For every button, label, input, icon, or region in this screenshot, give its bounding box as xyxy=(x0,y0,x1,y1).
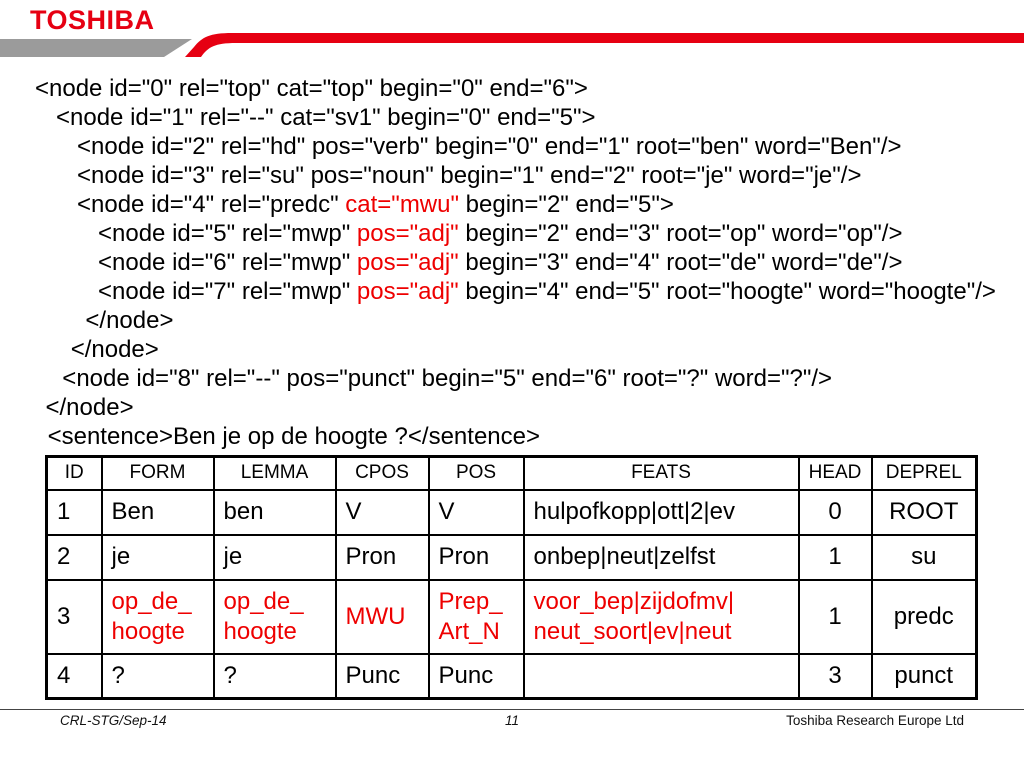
code-highlight: pos="adj" xyxy=(356,249,459,276)
code-line: <node id="1" rel="--" cat="sv1" begin="0… xyxy=(0,103,1024,132)
code-line: </node> xyxy=(0,393,1024,422)
code-line: <node id="4" rel="predc" cat="mwu" begin… xyxy=(0,190,1024,219)
table-cell: voor_bep|zijdofmv| neut_soort|ev|neut xyxy=(522,578,800,655)
table-cell: 3 xyxy=(45,578,103,655)
code-text: <node id="0" rel="top" cat="top" begin="… xyxy=(35,75,588,102)
code-text: <node id="5" rel="mwp" xyxy=(98,220,357,247)
column-header: FORM xyxy=(100,455,215,491)
table-cell: MWU xyxy=(334,578,430,655)
code-text: <node id="8" rel="--" pos="punct" begin=… xyxy=(62,365,833,392)
column-header: HEAD xyxy=(797,455,873,491)
table-cell: Prep_ Art_N xyxy=(427,578,525,655)
table-cell: 0 xyxy=(797,488,873,536)
column-header: LEMMA xyxy=(212,455,337,491)
table-cell: op_de_ hoogte xyxy=(212,578,337,655)
footer-divider xyxy=(0,709,1024,710)
table-cell: predc xyxy=(870,578,978,655)
table-cell: hulpofkopp|ott|2|ev xyxy=(522,488,800,536)
red-swoosh-shape xyxy=(185,33,1024,57)
code-line: <node id="3" rel="su" pos="noun" begin="… xyxy=(0,161,1024,190)
table-cell: Pron xyxy=(334,533,430,581)
column-header: POS xyxy=(427,455,525,491)
table-cell: V xyxy=(427,488,525,536)
code-text: <node id="1" rel="--" cat="sv1" begin="0… xyxy=(56,104,596,131)
table-cell: 4 xyxy=(45,652,103,700)
footer-doc-id: CRL-STG/Sep-14 xyxy=(60,713,167,728)
table-cell: je xyxy=(212,533,337,581)
table-cell: 1 xyxy=(797,578,873,655)
table-cell: ben xyxy=(212,488,337,536)
code-text: begin="2" end="3" root="op" word="op"/> xyxy=(458,220,903,247)
code-line: <node id="0" rel="top" cat="top" begin="… xyxy=(0,74,1024,103)
column-header: FEATS xyxy=(522,455,800,491)
table-cell: ? xyxy=(100,652,215,700)
code-text: <node id="6" rel="mwp" xyxy=(98,249,357,276)
code-text: </node> xyxy=(85,307,174,334)
column-header: ID xyxy=(45,455,103,491)
header-swoosh-graphic xyxy=(0,33,1024,57)
code-highlight: pos="adj" xyxy=(356,220,459,247)
gray-band-shape xyxy=(0,39,192,57)
table-cell: 1 xyxy=(45,488,103,536)
code-text: </node> xyxy=(70,336,159,363)
code-text: begin="3" end="4" root="de" word="de"/> xyxy=(458,249,903,276)
code-text: </node> xyxy=(45,394,134,421)
column-header: CPOS xyxy=(334,455,430,491)
table-cell: V xyxy=(334,488,430,536)
code-line: <node id="5" rel="mwp" pos="adj" begin="… xyxy=(0,219,1024,248)
code-line: </node> xyxy=(0,306,1024,335)
code-line: <node id="2" rel="hd" pos="verb" begin="… xyxy=(0,132,1024,161)
code-line: </node> xyxy=(0,335,1024,364)
table-cell: Pron xyxy=(427,533,525,581)
table-cell: ? xyxy=(212,652,337,700)
code-line: <sentence>Ben je op de hoogte ?</sentenc… xyxy=(0,422,1024,451)
toshiba-logo: TOSHIBA xyxy=(30,5,155,35)
footer-company-name: Toshiba Research Europe Ltd xyxy=(786,713,964,728)
table-cell: onbep|neut|zelfst xyxy=(522,533,800,581)
table-cell: Punc xyxy=(427,652,525,700)
code-text: <node id="7" rel="mwp" xyxy=(98,278,357,305)
code-line: <node id="6" rel="mwp" pos="adj" begin="… xyxy=(0,248,1024,277)
code-highlight: pos="adj" xyxy=(356,278,459,305)
column-header: DEPREL xyxy=(870,455,978,491)
table-cell: ROOT xyxy=(870,488,978,536)
table-cell: Ben xyxy=(100,488,215,536)
table-cell: je xyxy=(100,533,215,581)
table-cell: 3 xyxy=(797,652,873,700)
code-highlight: cat="mwu" xyxy=(345,191,460,218)
code-text: <node id="4" rel="predc" xyxy=(77,191,346,218)
code-text: begin="2" end="5"> xyxy=(459,191,674,218)
table-cell: 1 xyxy=(797,533,873,581)
table-cell: 2 xyxy=(45,533,103,581)
code-text: <node id="3" rel="su" pos="noun" begin="… xyxy=(77,162,862,189)
code-line: <node id="7" rel="mwp" pos="adj" begin="… xyxy=(0,277,1024,306)
code-text: <sentence>Ben je op de hoogte ?</sentenc… xyxy=(47,423,541,450)
code-text: begin="4" end="5" root="hoogte" word="ho… xyxy=(458,278,996,305)
table-cell: punct xyxy=(870,652,978,700)
table-cell: op_de_ hoogte xyxy=(100,578,215,655)
code-line: <node id="8" rel="--" pos="punct" begin=… xyxy=(0,364,1024,393)
xml-parse-code: <node id="0" rel="top" cat="top" begin="… xyxy=(0,74,1024,451)
code-text: <node id="2" rel="hd" pos="verb" begin="… xyxy=(77,133,902,160)
table-cell: Punc xyxy=(334,652,430,700)
footer-page-number: 11 xyxy=(504,713,520,728)
table-cell xyxy=(522,652,800,700)
table-cell: su xyxy=(870,533,978,581)
